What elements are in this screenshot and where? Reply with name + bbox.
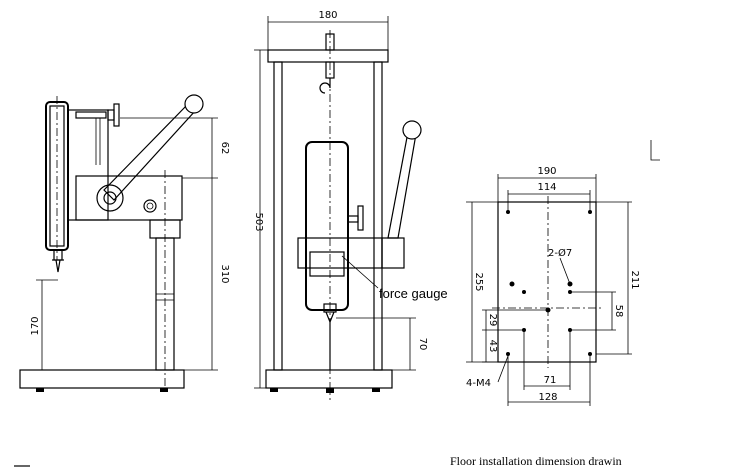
front-dim-width: 180 <box>318 10 337 21</box>
side-dim-top: 62 <box>219 142 230 155</box>
plan-dim-inner-width: 114 <box>537 182 556 193</box>
plan-dim-inner-height: 255 <box>473 272 484 291</box>
plan-dim-outer-height: 211 <box>629 270 640 289</box>
plan-dim-hole-spacing: 71 <box>544 375 557 386</box>
plan-label-holes-bottom: 4-M4 <box>466 378 491 389</box>
front-dim-height: 503 <box>253 212 264 231</box>
floor-plan: 190 114 211 255 58 29 43 71 <box>466 166 640 406</box>
plan-label-holes-top: 2-Ø7 <box>548 247 572 259</box>
side-view: 62 310 170 <box>19 94 230 392</box>
plan-dim-outer-width: 190 <box>537 166 556 177</box>
plan-dim-base-width: 128 <box>538 392 557 403</box>
plan-dim-left-a: 29 <box>487 314 498 327</box>
force-gauge-callout: force gauge <box>379 286 448 301</box>
corner-mark <box>650 140 660 161</box>
plan-dim-right: 58 <box>613 305 624 318</box>
front-dim-bottom: 70 <box>417 338 428 351</box>
side-dim-height: 310 <box>219 264 230 283</box>
drawing-caption: Floor installation dimension drawin <box>450 454 622 468</box>
side-dim-base: 170 <box>30 316 41 335</box>
front-view: force gauge 180 503 70 <box>253 10 448 400</box>
plan-dim-left-b: 43 <box>487 340 498 353</box>
